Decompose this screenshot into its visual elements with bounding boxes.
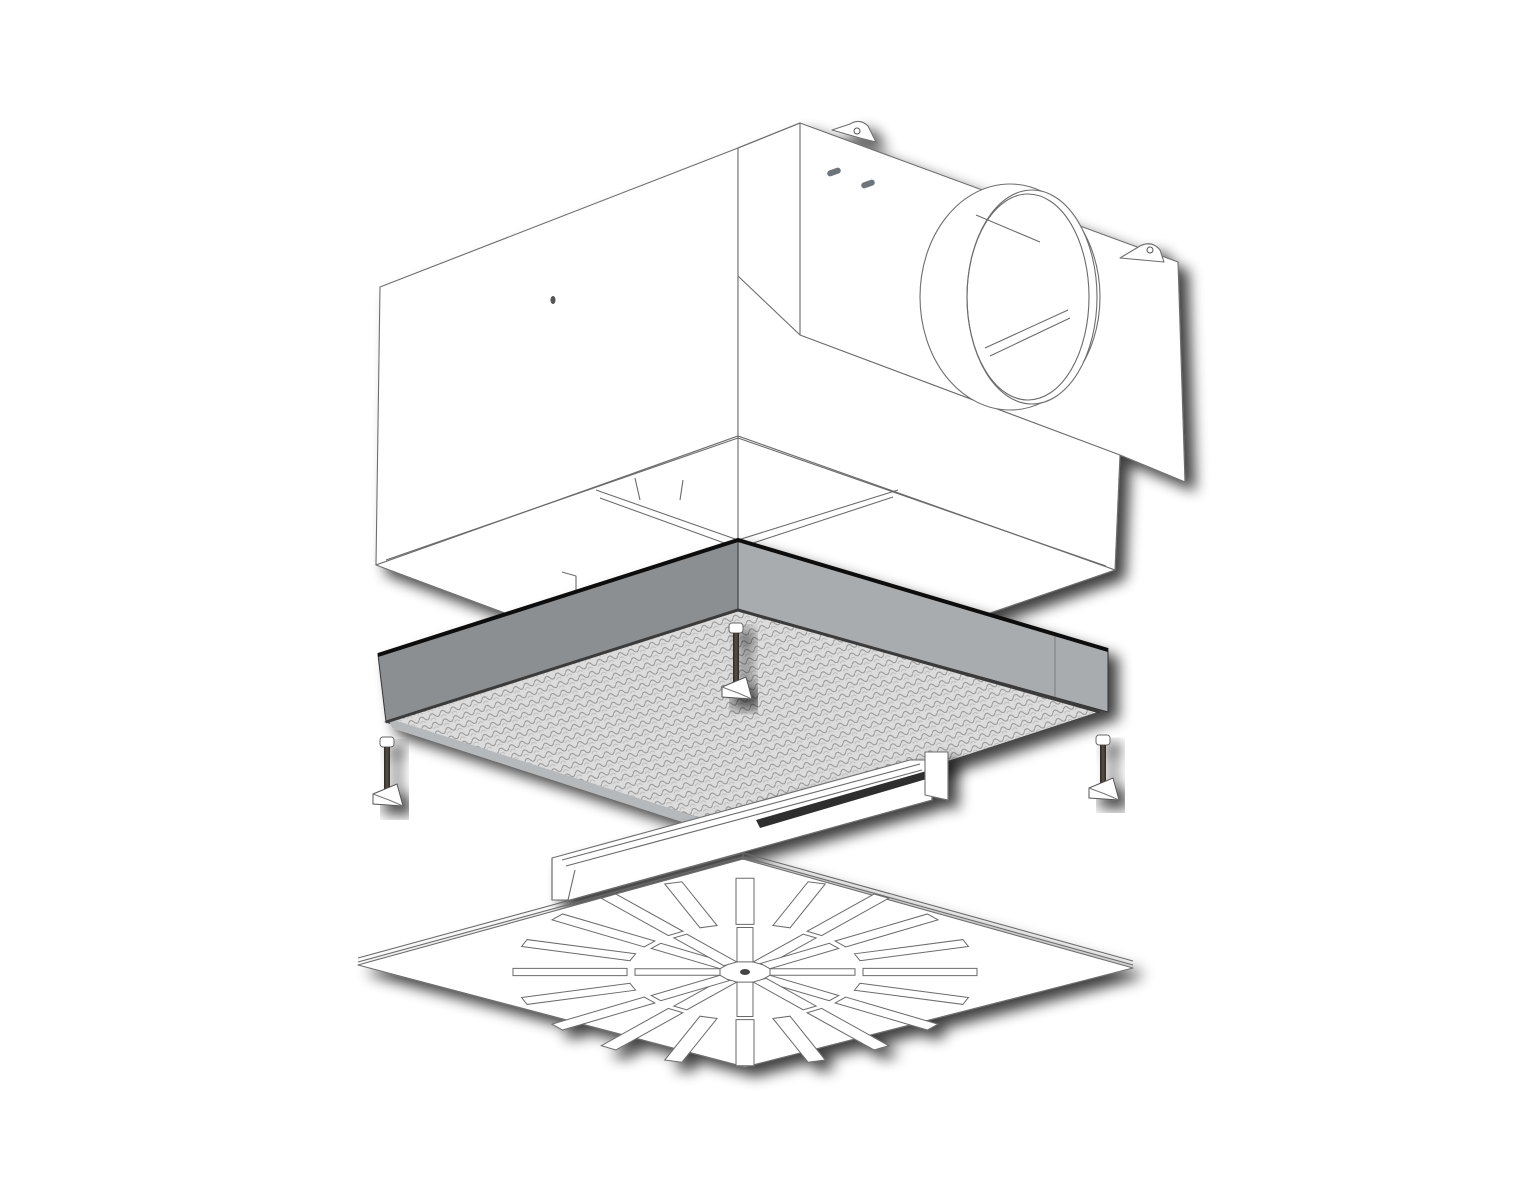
diffuser-slot [805,1007,890,1051]
diffuser-slot [769,968,856,976]
hold-down-clamps [372,622,1120,807]
diffuser-slot [862,967,978,977]
diffuser-slot [634,968,721,976]
diffuser-plate [357,852,1134,1068]
diffuser-slot [771,1015,827,1063]
clamp-bolt-icon [721,622,753,700]
mounting-tab-icon [831,120,1165,263]
diffuser-slot [736,981,754,1017]
diffuser-slot [672,933,739,967]
diffuser-slots [512,877,978,1067]
diffuser-slot [833,913,940,948]
diffuser-slot [853,939,970,962]
diffuser-slot [759,942,840,970]
diffuser-slot [736,927,754,963]
diffuser-slot [735,1019,755,1067]
diffuser-slot [663,881,719,929]
clamp-bolt-icon [1088,734,1120,801]
diffuser-slot [550,913,657,948]
diffuser-slot [550,996,657,1031]
cross-bar [551,751,949,901]
hepa-filter [377,537,1109,840]
diffuser-slot [663,1015,719,1063]
diffuser-slot [600,893,685,937]
clamp-bolt-icon [372,736,404,807]
diffuser-slot [512,967,628,977]
diffuser-slot [600,1007,685,1051]
diffuser-slot [650,974,731,1002]
diffuser-slot [735,877,755,925]
diffuser-slot [520,982,637,1005]
diffuser-slot [833,996,940,1031]
diffuser-slot [771,881,827,929]
diffuser-slot [805,893,890,937]
diffuser-slot [751,977,818,1011]
diffuser-slot [853,982,970,1005]
inlet-collar [919,183,1101,411]
diffuser-slot [520,939,637,962]
